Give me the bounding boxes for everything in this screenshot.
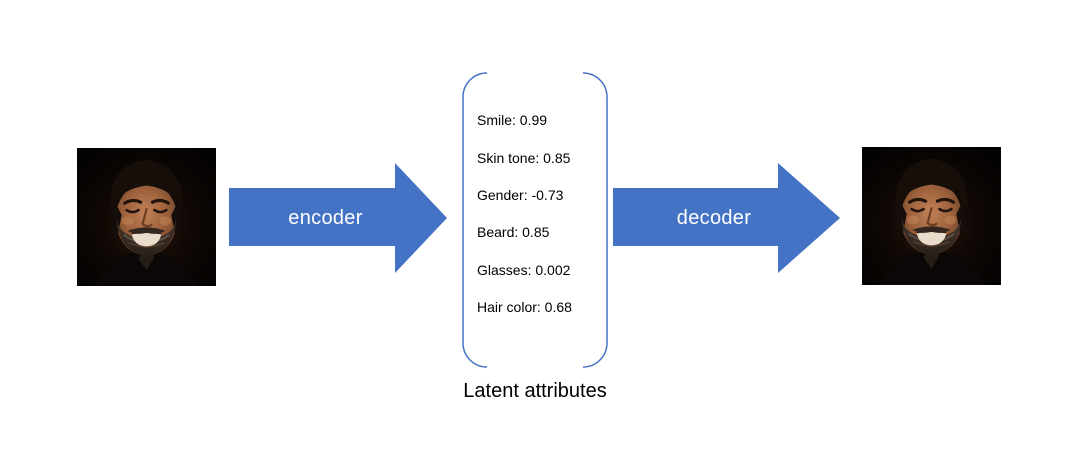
right-arrow-shape: [229, 163, 447, 273]
right-bracket: [582, 72, 608, 368]
latent-attributes-box: Smile: 0.99 Skin tone: 0.85 Gender: -0.7…: [462, 72, 608, 368]
latent-attribute-skin-tone: Skin tone: 0.85: [477, 150, 571, 166]
latent-attribute-beard: Beard: 0.85: [477, 224, 550, 240]
left-bracket: [462, 72, 488, 368]
decoder-arrow-shape: [613, 163, 840, 273]
output-face-artwork: [862, 147, 1001, 285]
input-face-artwork: [77, 148, 216, 286]
latent-attributes-caption: Latent attributes: [463, 380, 607, 402]
decoder-arrow: decoder: [613, 163, 840, 273]
latent-attribute-gender: Gender: -0.73: [477, 187, 564, 203]
double-bracket-shape: [462, 72, 608, 368]
output-face-image: [862, 147, 1001, 285]
input-face-image: [77, 148, 216, 286]
latent-attribute-glasses: Glasses: 0.002: [477, 262, 571, 278]
encoder-arrow-shape: [229, 163, 447, 273]
latent-attribute-hair-color: Hair color: 0.68: [477, 299, 572, 315]
encoder-arrow: encoder: [229, 163, 447, 273]
right-arrow-shape: [613, 163, 840, 273]
latent-attribute-smile: Smile: 0.99: [477, 112, 548, 128]
